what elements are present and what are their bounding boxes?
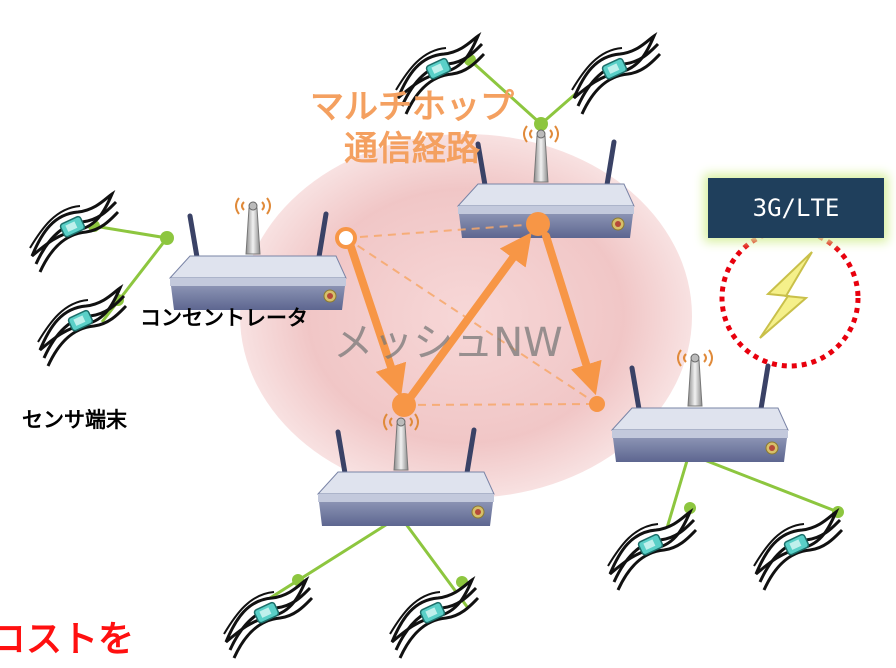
warning-circle (719, 227, 861, 369)
sensor-terminal-8 (752, 510, 844, 592)
sensor-terminal-label: センサ端末 (22, 408, 127, 432)
cost-text: コストを (0, 619, 135, 660)
multihop-route-label: マルチホップ 通信経路 (310, 86, 514, 170)
multihop-label-line1: マルチホップ (310, 87, 514, 127)
multihop-label-line2: 通信経路 (344, 129, 480, 169)
sensor-terminal-4 (36, 286, 128, 368)
sensor-terminal-2 (570, 34, 662, 116)
route-node-bottom (392, 393, 416, 417)
sensor-terminal-3 (28, 192, 120, 274)
route-node-right (589, 396, 605, 412)
multihop-route (346, 232, 602, 402)
sensor-terminal-7 (606, 510, 698, 592)
sensor-terminal-5 (222, 578, 314, 660)
sensor-terminal-6 (388, 578, 480, 660)
network-type-label: 3G/LTE (752, 194, 840, 222)
route-node-top (526, 212, 550, 236)
mesh-network-label: メッシュNW (333, 320, 563, 366)
route-start-node (335, 227, 357, 249)
lightning-bolt-icon (759, 251, 813, 339)
network-type-box: 3G/LTE (708, 178, 884, 238)
concentrator-label: コンセントレータ (140, 306, 308, 330)
